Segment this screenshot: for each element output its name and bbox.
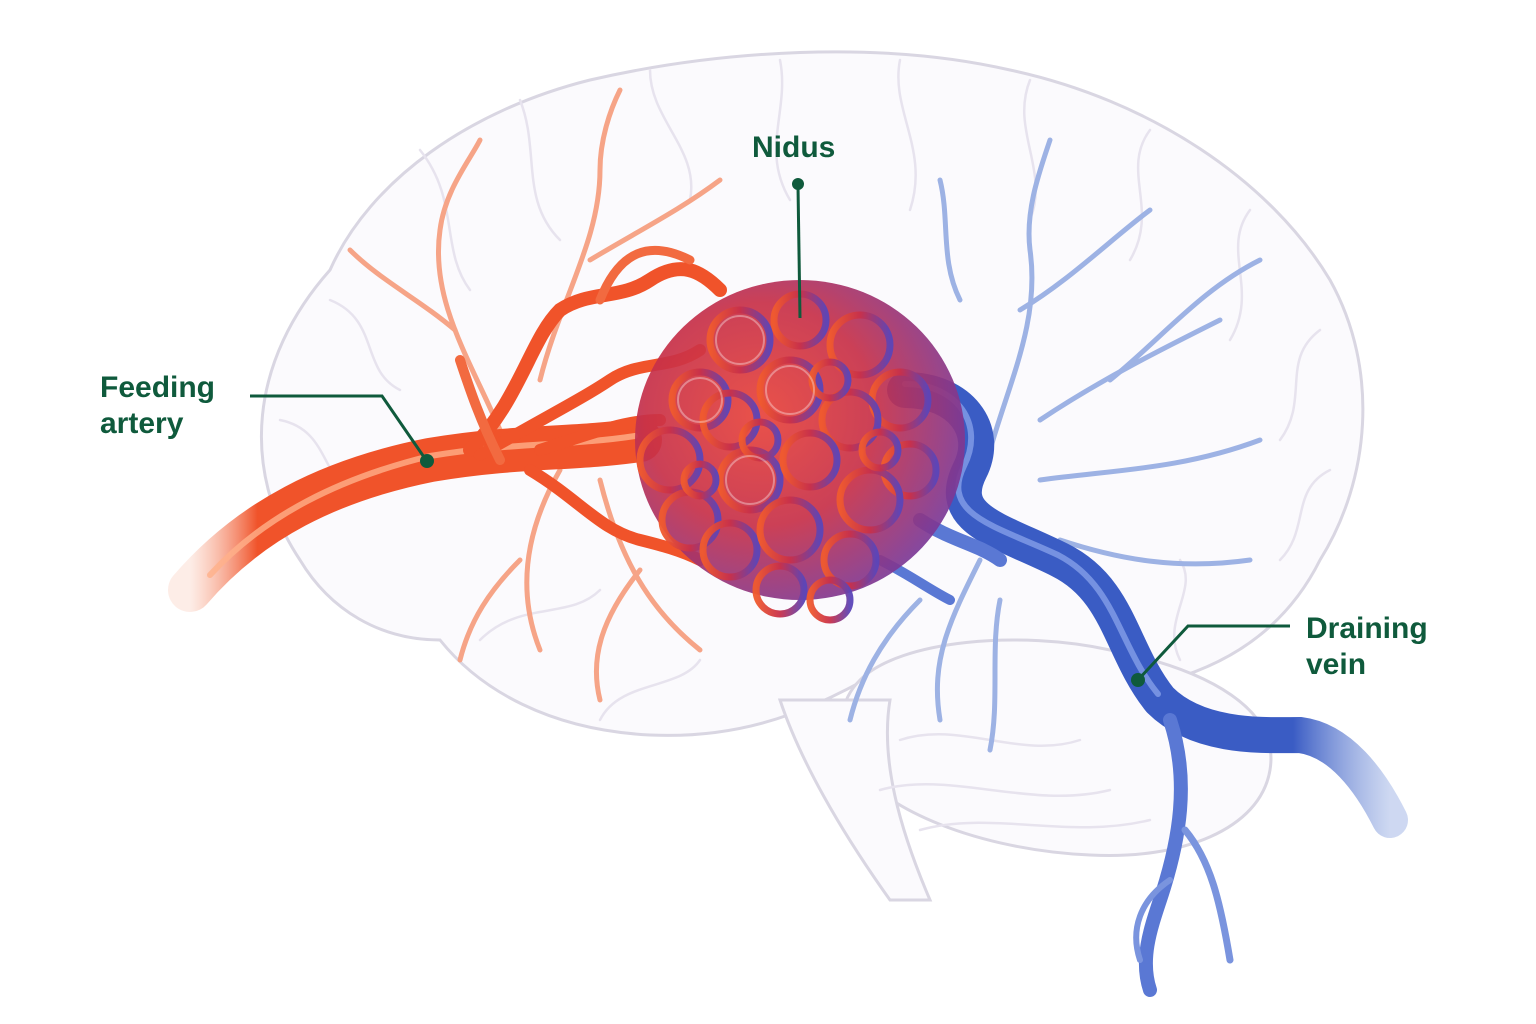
draining-vein-highlight — [902, 381, 1161, 697]
draining-vein-leader-dot — [1131, 673, 1145, 687]
draining-vein-leader-line — [1136, 624, 1290, 682]
nidus — [635, 280, 965, 624]
draining-vein-label: Draining vein — [1306, 611, 1428, 683]
nidus-loops — [636, 290, 940, 624]
nidus-label: Nidus — [752, 130, 835, 166]
nidus-mass — [635, 280, 965, 600]
nidus-label-text: Nidus — [752, 131, 836, 164]
feeding-artery-leader-dot — [420, 454, 434, 468]
brainstem-outline — [777, 698, 933, 902]
draining-vein-label-line-2: vein — [1306, 648, 1367, 681]
nidus-leader-dot — [792, 178, 804, 190]
leader-lines — [250, 185, 1290, 682]
draining-vein-label-line-1: Draining — [1306, 612, 1428, 645]
feeding-artery-label-line-2: artery — [100, 407, 184, 440]
nidus-leader-line — [796, 185, 802, 319]
feeding-artery-label-line-1: Feeding — [100, 371, 216, 404]
leader-dots — [420, 178, 1145, 687]
vein-branches — [847, 137, 1263, 753]
feeding-artery-label: Feeding artery — [100, 370, 215, 442]
feeding-artery-leader-line — [250, 394, 428, 461]
cerebellum-outline — [839, 638, 1273, 858]
